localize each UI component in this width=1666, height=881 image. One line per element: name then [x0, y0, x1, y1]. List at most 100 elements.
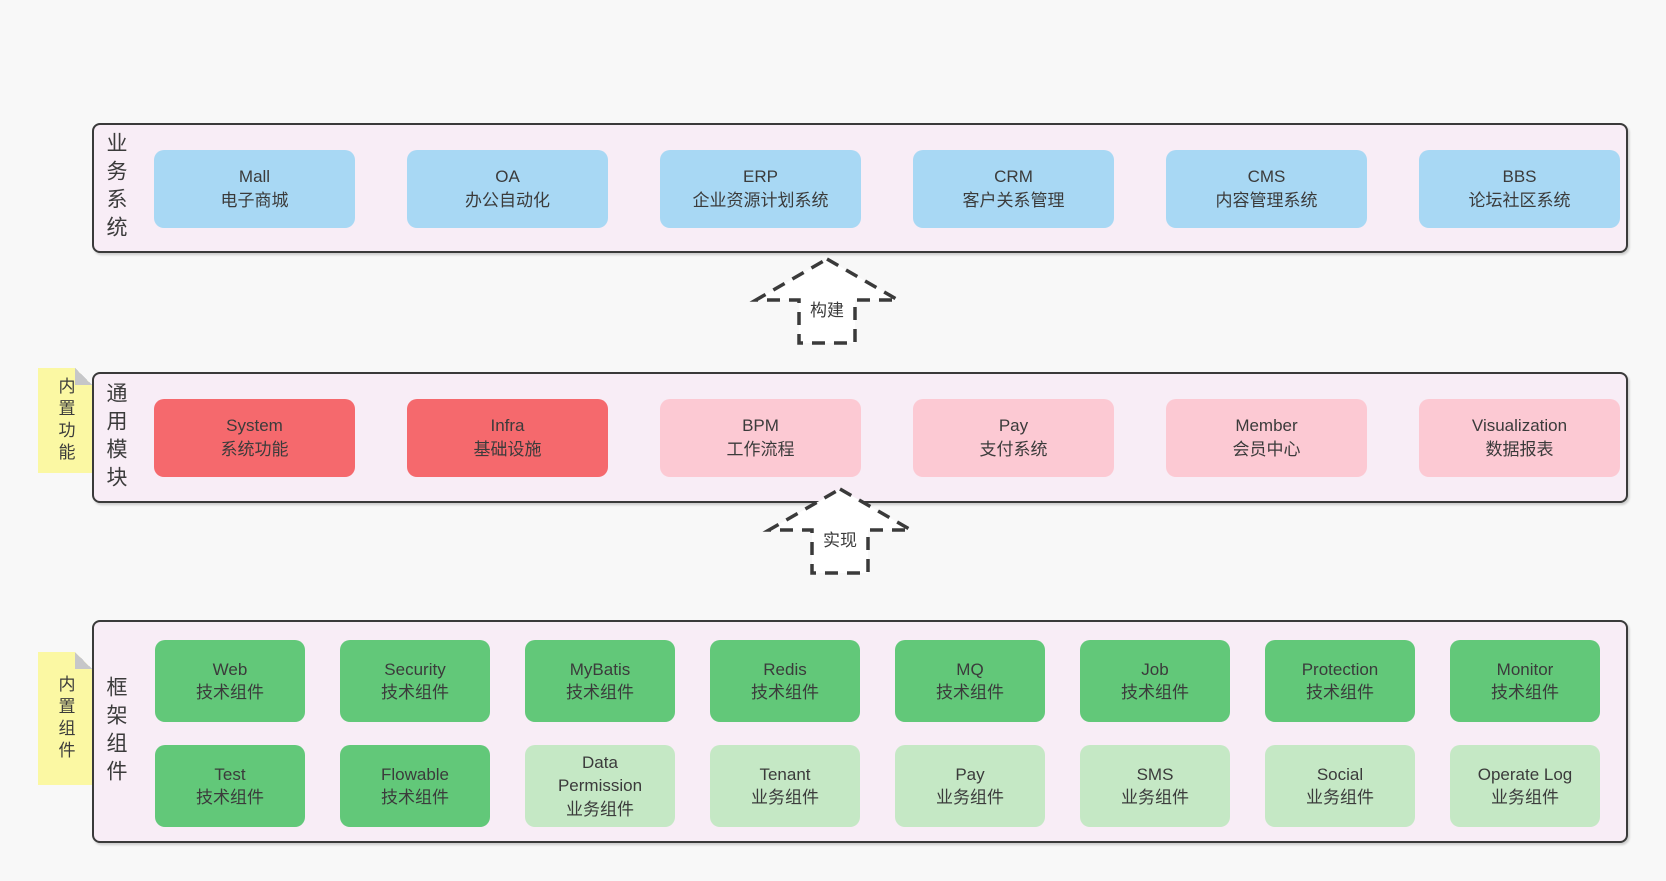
box-title-zh: 技术组件: [1306, 683, 1374, 702]
box-title-en: Mall: [238, 166, 271, 186]
implement-arrow-label: 实现: [823, 531, 857, 550]
section-common-modules: 通用模块 System 系统功能 Infra 基础设施 BPM 工作流程: [92, 372, 1628, 503]
common-modules-row: System 系统功能 Infra 基础设施 BPM 工作流程 Pay 支付系统: [154, 399, 1620, 477]
box-title-zh: 技术组件: [566, 683, 634, 702]
box-title-zh: 技术组件: [1121, 683, 1189, 702]
business-system-box: OA 办公自动化: [407, 150, 608, 228]
box-title-en: Web: [212, 659, 248, 679]
build-arrow-label: 构建: [810, 301, 844, 320]
box-title-en: Member: [1235, 415, 1298, 435]
section-framework-components: 框架组件 Web 技术组件 Security 技术组件 MyBatis 技术组件: [92, 620, 1628, 843]
box-title-zh: 支付系统: [979, 440, 1048, 459]
component-box: Operate Log 业务组件: [1450, 745, 1600, 827]
business-systems-label: 业务系统: [104, 132, 127, 244]
module-box: System 系统功能: [154, 399, 355, 477]
module-box: Pay 支付系统: [913, 399, 1114, 477]
box-title-en: Infra: [490, 415, 525, 435]
business-system-box: Mall 电子商城: [154, 150, 355, 228]
box-title-en: ERP: [743, 166, 778, 186]
module-box: BPM 工作流程: [660, 399, 861, 477]
framework-components-row-1: Web 技术组件 Security 技术组件 MyBatis 技术组件 Redi…: [155, 640, 1600, 722]
section-business-systems: 业务系统 Mall 电子商城 OA 办公自动化 ERP 企业资源计划系统: [92, 123, 1628, 253]
component-box: Social 业务组件: [1265, 745, 1415, 827]
sticky-note-builtin-features: 内置功能: [38, 368, 92, 473]
box-title-zh: 业务组件: [1491, 788, 1559, 807]
box-title-en: CMS: [1247, 166, 1286, 186]
component-box: Pay 业务组件: [895, 745, 1045, 827]
sticky-folded-corner: [75, 368, 92, 385]
box-title-zh: 客户关系管理: [962, 191, 1065, 210]
box-title-zh: 办公自动化: [465, 191, 550, 210]
component-box: Web 技术组件: [155, 640, 305, 722]
box-title-en: Pay: [998, 415, 1029, 435]
component-box: MQ 技术组件: [895, 640, 1045, 722]
sticky-paper: [38, 652, 92, 785]
component-box: Monitor 技术组件: [1450, 640, 1600, 722]
box-title-en: Data Permission: [557, 752, 643, 796]
arrow-label-background: [817, 527, 863, 553]
box-title-zh: 技术组件: [381, 683, 449, 702]
box-title-zh: 企业资源计划系统: [692, 191, 829, 210]
box-title-en: Test: [214, 764, 246, 784]
common-modules-label: 通用模块: [104, 381, 127, 494]
component-box: Redis 技术组件: [710, 640, 860, 722]
component-box: Tenant 业务组件: [710, 745, 860, 827]
module-box: Member 会员中心: [1166, 399, 1367, 477]
box-title-en: CRM: [994, 166, 1033, 186]
box-title-en: Visualization: [1471, 415, 1568, 435]
box-title-zh: 业务组件: [566, 799, 634, 819]
box-title-zh: 业务组件: [936, 788, 1004, 807]
module-box: Visualization 数据报表: [1419, 399, 1620, 477]
box-title-en: SMS: [1136, 764, 1174, 784]
sticky-text: 内置组件: [55, 674, 75, 763]
module-box: Infra 基础设施: [407, 399, 608, 477]
sticky-text: 内置功能: [55, 376, 75, 465]
box-title-en: Pay: [955, 764, 985, 784]
box-title-en: OA: [495, 166, 520, 186]
box-title-zh: 技术组件: [751, 683, 819, 702]
business-systems-row: Mall 电子商城 OA 办公自动化 ERP 企业资源计划系统 CRM 客户关系…: [154, 150, 1620, 228]
sticky-folded-corner: [75, 652, 92, 669]
box-title-zh: 业务组件: [1306, 788, 1374, 807]
box-title-en: Operate Log: [1477, 764, 1573, 784]
component-box: Protection 技术组件: [1265, 640, 1415, 722]
sticky-note-builtin-components: 内置组件: [38, 652, 92, 785]
box-title-en: BPM: [742, 415, 779, 435]
box-title-en: MQ: [956, 659, 984, 679]
component-box: Job 技术组件: [1080, 640, 1230, 722]
box-title-en: Social: [1316, 764, 1364, 784]
business-system-box: CRM 客户关系管理: [913, 150, 1114, 228]
box-title-zh: 系统功能: [220, 440, 289, 459]
box-title-en: Flowable: [380, 764, 450, 784]
box-title-en: Job: [1141, 659, 1169, 679]
implement-arrow: 实现: [762, 486, 918, 575]
framework-components-label: 框架组件: [104, 675, 127, 788]
box-title-zh: 基础设施: [473, 440, 542, 459]
component-box: SMS 业务组件: [1080, 745, 1230, 827]
business-system-box: CMS 内容管理系统: [1166, 150, 1367, 228]
component-box: MyBatis 技术组件: [525, 640, 675, 722]
box-title-zh: 业务组件: [1121, 788, 1189, 807]
box-title-zh: 内容管理系统: [1215, 191, 1318, 210]
box-title-zh: 技术组件: [1491, 683, 1559, 702]
component-box: Flowable 技术组件: [340, 745, 490, 827]
box-title-en: Protection: [1301, 659, 1379, 679]
box-title-en: Security: [384, 659, 446, 679]
component-box: Data Permission 业务组件: [525, 745, 675, 827]
framework-components-row-2: Test 技术组件 Flowable 技术组件 Data Permission …: [155, 745, 1600, 827]
box-title-zh: 电子商城: [220, 191, 289, 210]
arrow-label-background: [804, 297, 850, 323]
box-title-en: Tenant: [759, 764, 811, 784]
build-arrow: 构建: [749, 256, 905, 345]
box-title-zh: 技术组件: [381, 788, 449, 807]
sticky-paper: [38, 368, 92, 473]
box-title-en: BBS: [1502, 166, 1537, 186]
box-title-zh: 论坛社区系统: [1468, 191, 1571, 210]
box-title-en: System: [226, 415, 283, 435]
component-box: Security 技术组件: [340, 640, 490, 722]
component-box: Test 技术组件: [155, 745, 305, 827]
box-title-en: MyBatis: [569, 659, 631, 679]
box-title-zh: 数据报表: [1485, 440, 1554, 459]
business-system-box: ERP 企业资源计划系统: [660, 150, 861, 228]
